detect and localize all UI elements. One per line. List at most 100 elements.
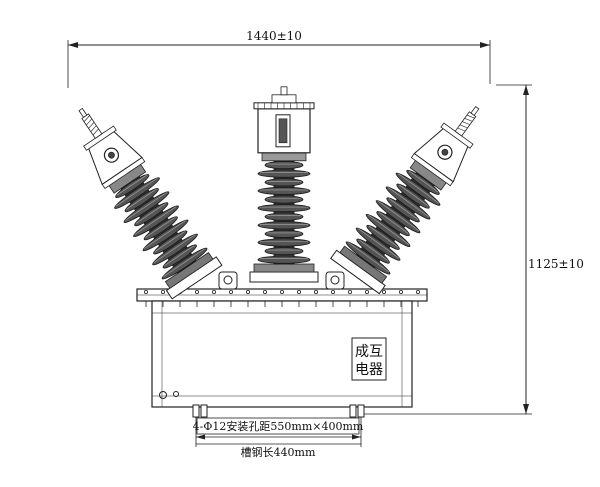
shed-highlight	[115, 178, 158, 207]
shed-highlight	[358, 228, 400, 259]
flange-bolt	[228, 289, 233, 294]
flange-bolt	[262, 289, 267, 294]
insulator-shed	[365, 213, 411, 248]
insulator-shed	[257, 186, 311, 195]
height-label: 1125±10	[528, 257, 584, 271]
channel-dimension: 槽钢长440mm	[195, 440, 362, 459]
insulator-shed	[257, 221, 311, 230]
flange-bolt	[194, 289, 199, 294]
flange-bolt	[143, 289, 148, 294]
nameplate: 成互 电器	[351, 337, 387, 381]
mounting-dimension: 4-Φ12安装孔距550mm×400mm	[193, 417, 364, 440]
width-label: 1440±10	[246, 29, 302, 43]
shed-highlight	[398, 173, 440, 204]
width-dimension: 1440±10	[67, 29, 491, 88]
insulator-shed	[356, 238, 390, 264]
shed-highlight	[116, 174, 147, 196]
flange-bolt	[245, 289, 250, 294]
flange-bolts	[143, 289, 420, 307]
shed-highlight	[348, 242, 390, 273]
insulator-shed	[162, 244, 197, 269]
insulator-shed	[264, 195, 304, 204]
center-base-flange	[249, 271, 319, 283]
insulator-shed	[123, 191, 170, 223]
shed-highlight	[135, 203, 166, 224]
shed-highlight	[145, 217, 176, 238]
insulator-shed	[143, 216, 178, 241]
shed-highlight	[368, 214, 410, 245]
shed-highlight	[388, 198, 419, 220]
shed-highlight	[144, 220, 186, 249]
insulator-shed	[257, 238, 311, 247]
insulator-shed	[257, 169, 311, 178]
flange-bolt	[160, 289, 165, 294]
insulator-shed	[133, 205, 179, 238]
stud-thread	[464, 118, 473, 122]
insulator-shed	[386, 197, 420, 223]
insulator-shed	[152, 233, 198, 266]
shed-highlight	[368, 225, 399, 248]
flange-bolt	[211, 289, 216, 294]
shed-highlight	[378, 211, 409, 234]
stud-thread	[92, 128, 99, 136]
stud-tip	[470, 105, 480, 116]
bushing-right	[330, 105, 480, 295]
stud-thread	[459, 124, 468, 129]
insulator-shed	[375, 200, 421, 234]
insulator-shed	[115, 174, 150, 199]
shed-highlight	[134, 206, 177, 235]
shed-highlight	[408, 170, 439, 193]
stud-thread	[83, 115, 90, 122]
insulator-shed	[264, 247, 304, 256]
nameplate-line-1: 成互	[355, 344, 383, 360]
insulator-shed	[257, 204, 311, 213]
shed-highlight	[388, 187, 430, 218]
insulator-shed	[264, 229, 304, 238]
flange-bolt	[347, 289, 352, 294]
stud-tip	[78, 107, 88, 118]
stud-thread	[90, 125, 97, 132]
insulator-shed	[134, 202, 169, 227]
insulator-shed	[161, 247, 208, 280]
flange-bolt	[415, 289, 420, 294]
bushing-left	[78, 107, 223, 300]
shed-highlight	[378, 200, 420, 231]
insulator-shed	[153, 230, 188, 255]
terminal-stud	[81, 113, 103, 139]
stud-thread	[86, 118, 93, 126]
center-collar	[261, 152, 307, 162]
bushing-center	[249, 86, 319, 283]
stud-thread	[466, 114, 475, 119]
insulator-shed	[264, 212, 304, 221]
center-cap	[271, 94, 297, 104]
insulator-shed	[395, 172, 441, 206]
shed-highlight	[153, 234, 196, 263]
center-window-glass	[278, 118, 288, 144]
insulator-shed	[406, 169, 440, 195]
flange-bolt	[279, 289, 284, 294]
drain-valve-icon	[159, 391, 167, 399]
stud-thread	[457, 127, 466, 132]
lifting-lug-left	[218, 271, 238, 290]
insulator-shed	[396, 183, 430, 209]
insulator-shed	[264, 161, 304, 170]
insulator-shed	[345, 241, 391, 275]
shed-highlight	[358, 239, 389, 262]
mounting-holes-label: 4-Φ12安装孔距550mm×400mm	[193, 419, 364, 433]
insulator-shed	[114, 177, 160, 209]
insulator-shed	[124, 188, 159, 213]
shed-highlight	[398, 184, 429, 207]
channel-length-label: 槽钢长440mm	[241, 446, 316, 459]
center-stud	[280, 86, 288, 96]
flange-bolt	[330, 289, 335, 294]
flange-bolt	[313, 289, 318, 294]
shed-highlight	[126, 188, 157, 210]
insulator-shed	[264, 178, 304, 187]
terminal-stud	[454, 111, 477, 137]
stud-thread	[462, 121, 471, 125]
insulator-shed	[376, 211, 410, 237]
terminal-core	[108, 151, 115, 159]
shed-highlight	[125, 192, 167, 221]
